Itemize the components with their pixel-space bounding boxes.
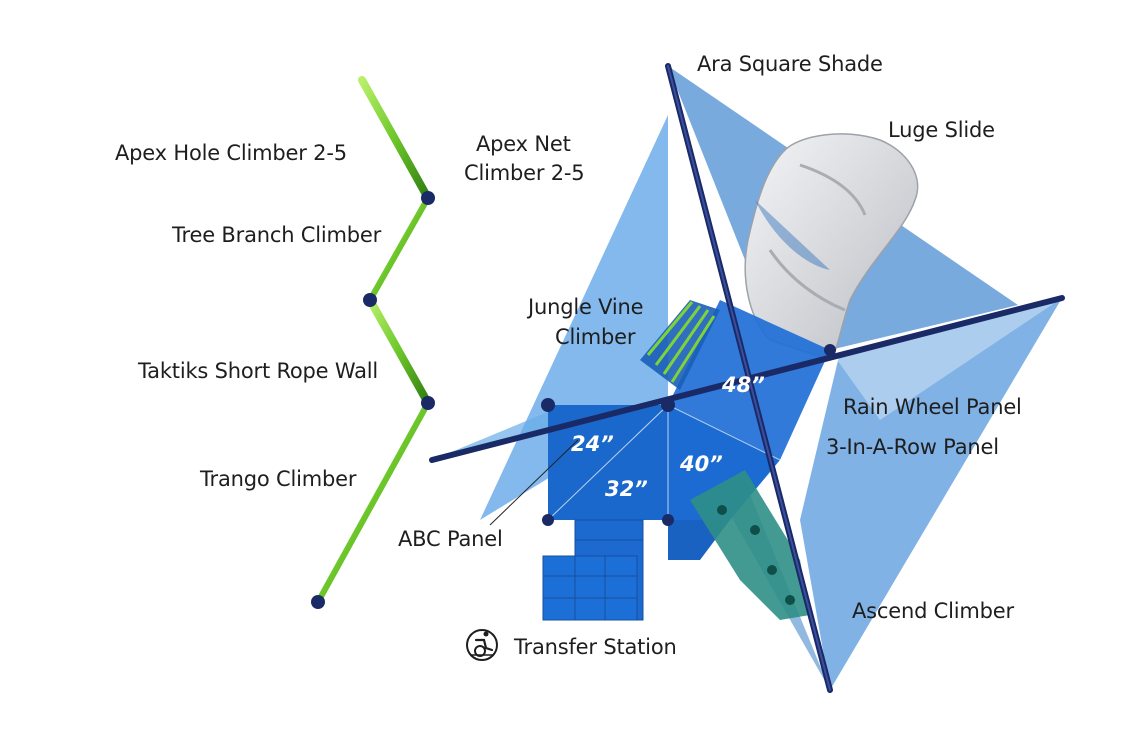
- joint-balls: [311, 191, 836, 609]
- label-apex-hole-climber: Apex Hole Climber 2-5: [115, 141, 347, 165]
- dimension-32: 32”: [605, 477, 648, 501]
- label-abc-panel: ABC Panel: [398, 527, 503, 551]
- transfer-station-steps: [542, 519, 644, 621]
- label-taktiks-short-rope-wall: Taktiks Short Rope Wall: [138, 359, 379, 383]
- ascend-climber-shape: [690, 470, 810, 620]
- label-ara-square-shade: Ara Square Shade: [697, 52, 883, 76]
- dimension-48: 48”: [722, 373, 765, 397]
- label-three-in-a-row-panel: 3-In-A-Row Panel: [826, 435, 999, 459]
- label-tree-branch-climber: Tree Branch Climber: [172, 223, 382, 247]
- label-jungle-vine-climber-line2: Climber: [555, 325, 636, 349]
- label-apex-net-climber-line1: Apex Net: [476, 132, 571, 156]
- label-transfer-station: Transfer Station: [514, 635, 677, 659]
- label-rain-wheel-panel: Rain Wheel Panel: [843, 395, 1022, 419]
- tree-branch-climber-arms: [315, 76, 569, 605]
- jungle-vine-climber-shape: [640, 300, 720, 390]
- wheelchair-transfer-icon: [466, 629, 498, 661]
- label-trango-climber: Trango Climber: [200, 467, 357, 491]
- label-luge-slide: Luge Slide: [888, 118, 995, 142]
- label-jungle-vine-climber-line1: Jungle Vine: [528, 295, 644, 319]
- luge-slide-shape: [744, 133, 919, 361]
- callout-lines: [489, 439, 579, 526]
- dimension-24: 24”: [571, 432, 614, 456]
- label-ascend-climber: Ascend Climber: [852, 599, 1014, 623]
- shade-highlight: [830, 298, 1062, 420]
- shade-poles: [429, 63, 1065, 693]
- label-apex-net-climber-line2: Climber 2-5: [464, 161, 585, 185]
- shade-sail-right: [800, 298, 1062, 690]
- dimension-40: 40”: [680, 452, 723, 476]
